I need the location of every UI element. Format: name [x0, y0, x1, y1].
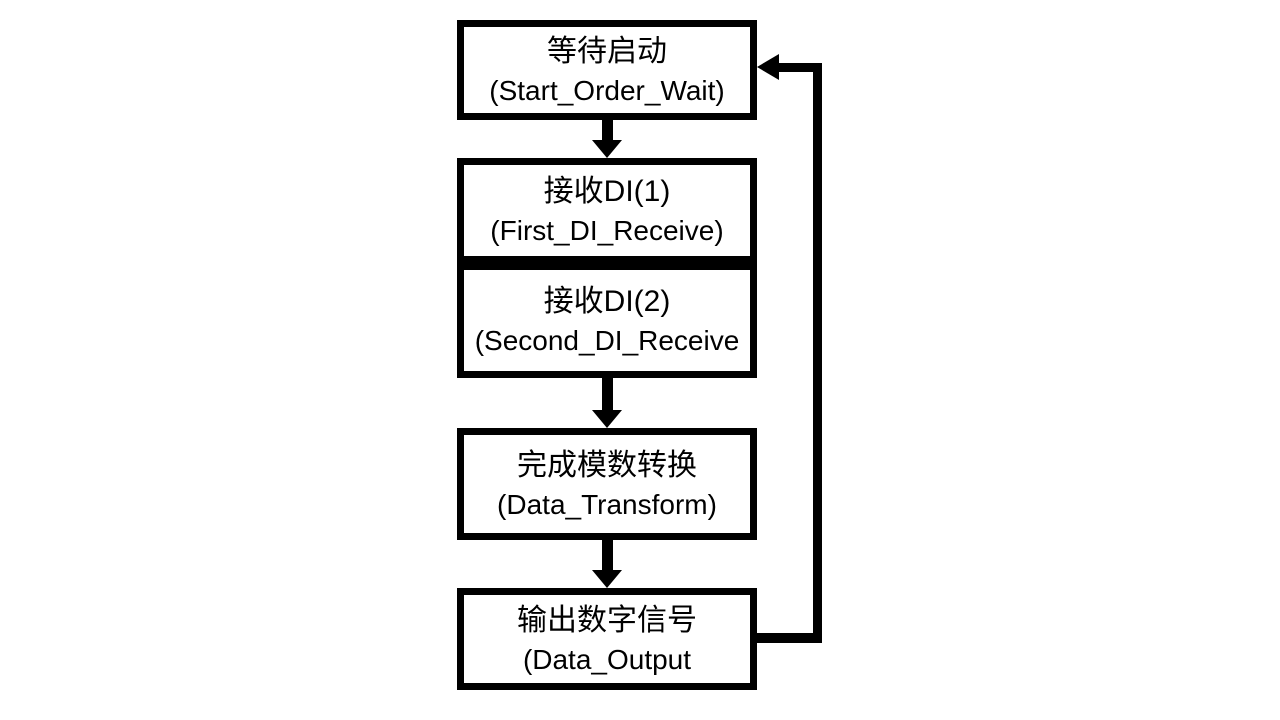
- node-label-zh: 接收DI(1): [543, 175, 671, 208]
- node-label-en: (Data_Output: [522, 643, 692, 675]
- node-data-transform: 完成模数转换 (Data_Transform): [457, 428, 757, 540]
- arrow-head: [592, 570, 622, 588]
- feedback-line-bottom: [750, 633, 822, 643]
- arrow-down-icon: [592, 376, 622, 428]
- arrow-head: [592, 140, 622, 158]
- arrow-down-icon: [592, 118, 622, 158]
- arrow-head: [592, 410, 622, 428]
- node-label-en: (Data_Transform): [497, 488, 717, 520]
- arrow-shaft: [601, 118, 613, 140]
- arrow-down-icon: [592, 538, 622, 588]
- arrow-left-icon: [757, 54, 779, 80]
- node-label-zh: 完成模数转换: [517, 448, 697, 482]
- node-label-en: (Start_Order_Wait): [489, 74, 725, 106]
- node-start-order-wait: 等待启动 (Start_Order_Wait): [457, 20, 757, 120]
- feedback-line-top: [778, 63, 822, 72]
- node-data-output: 输出数字信号 (Data_Output: [457, 588, 757, 690]
- node-label-zh: 输出数字信号: [517, 603, 697, 637]
- feedback-line-vertical: [813, 63, 822, 643]
- arrow-shaft: [601, 376, 613, 410]
- arrow-shaft: [601, 538, 613, 570]
- node-label-zh: 接收DI(2): [543, 285, 671, 318]
- node-label-en: (First_DI_Receive): [490, 215, 724, 246]
- node-label-zh: 等待启动: [547, 34, 667, 68]
- node-first-di-receive: 接收DI(1) (First_DI_Receive): [457, 158, 757, 263]
- node-label-en: (Second_DI_Receive: [474, 325, 740, 356]
- node-second-di-receive: 接收DI(2) (Second_DI_Receive: [457, 263, 757, 378]
